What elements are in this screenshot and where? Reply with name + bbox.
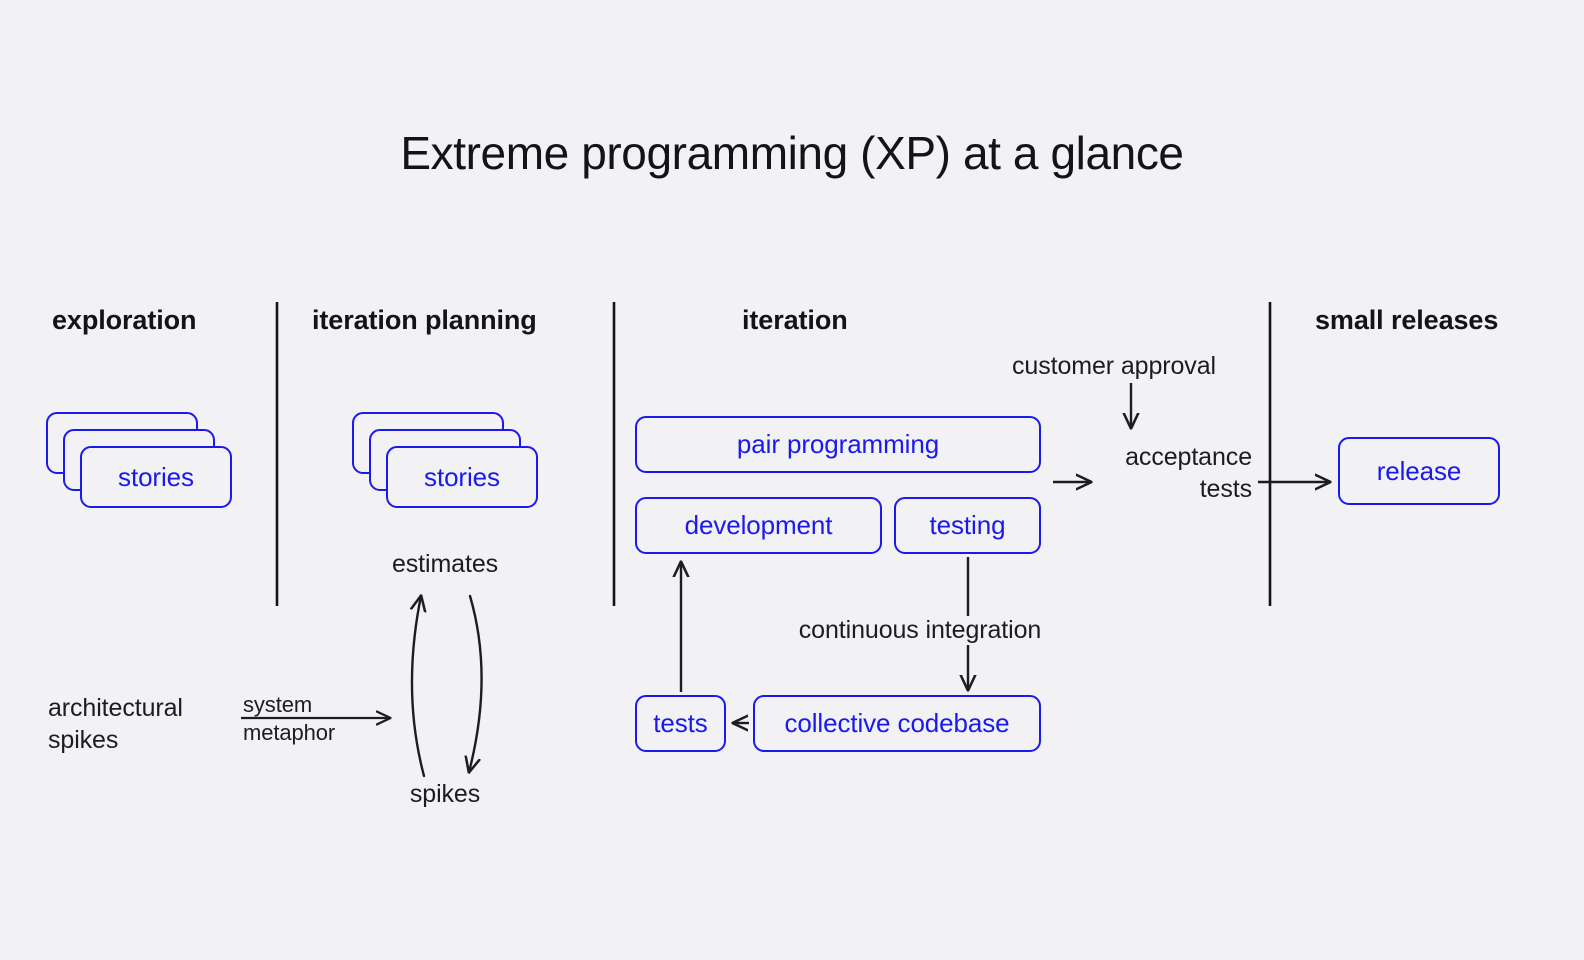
box-testing[interactable]: testing [894,497,1041,554]
box-release[interactable]: release [1338,437,1500,505]
stories-card-stack-exploration: stories [46,412,232,508]
stories-card-front: stories [80,446,232,508]
customer-approval-label: customer approval [1012,352,1216,380]
arrow-estimates-to-spikes [469,594,483,772]
column-header-exploration: exploration [52,305,197,335]
continuous-integration-label: continuous integration [770,616,1070,645]
architectural-spikes-line1: architectural [48,694,183,722]
acceptance-tests-line2: tests [1199,475,1252,503]
box-development[interactable]: development [635,497,882,554]
column-header-iteration: iteration [742,305,848,335]
column-header-iteration-planning: iteration planning [312,305,537,335]
box-collective-codebase[interactable]: collective codebase [753,695,1041,752]
system-metaphor-line2: metaphor [243,720,336,745]
architectural-spikes-line2: spikes [48,726,119,754]
arrow-spikes-to-estimates [412,596,424,778]
box-tests[interactable]: tests [635,695,726,752]
box-pair-programming[interactable]: pair programming [635,416,1041,473]
acceptance-tests-label: acceptance tests [1020,441,1252,505]
system-metaphor-line1: system [243,692,313,717]
estimates-label: estimates [391,550,499,578]
page-title: Extreme programming (XP) at a glance [400,127,1184,179]
acceptance-tests-line1: acceptance [1125,443,1252,471]
stories-card-front: stories [386,446,538,508]
stories-card-stack-iteration-planning: stories [352,412,538,508]
column-header-small-releases: small releases [1315,305,1499,335]
spikes-label: spikes [409,780,481,808]
architectural-spikes-label: architectural spikes [48,692,248,756]
